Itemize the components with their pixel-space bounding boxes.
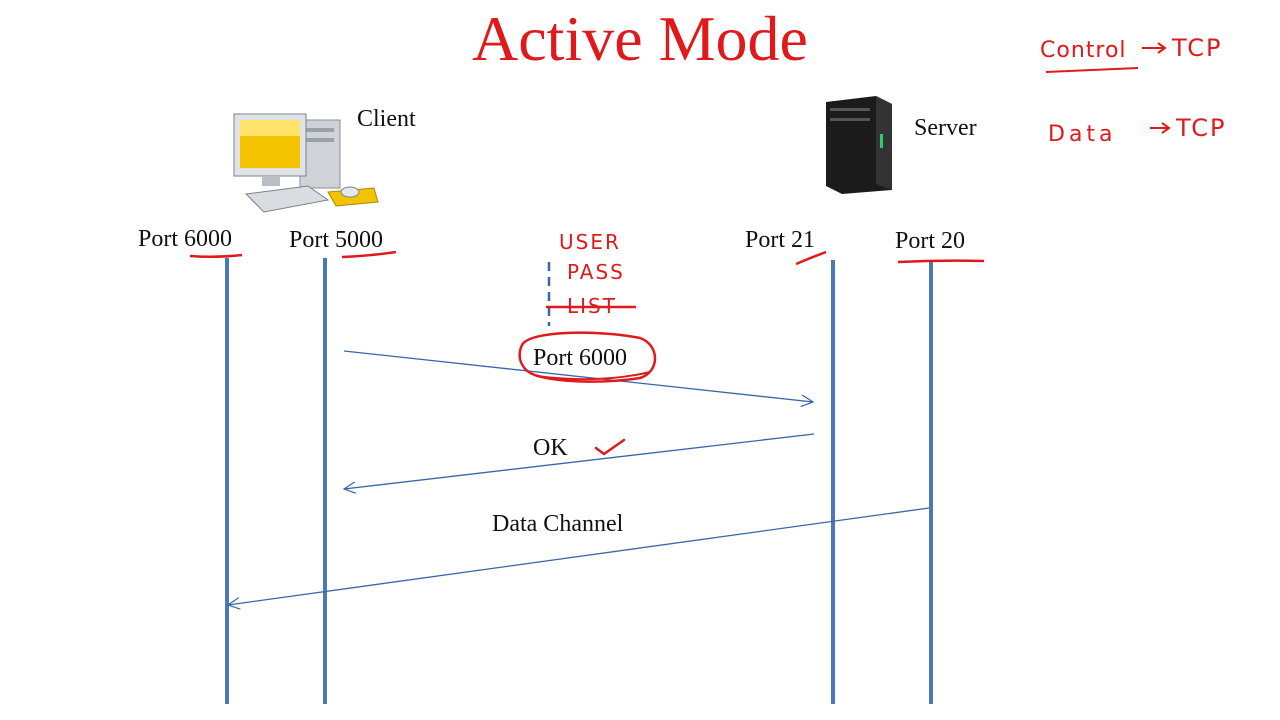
port-label-client-data: Port 6000 xyxy=(138,226,233,252)
underline-port-20 xyxy=(897,259,985,264)
port-label-server-data: Port 20 xyxy=(895,228,966,254)
underline-control xyxy=(1045,67,1139,73)
data-channel-label: Data Channel xyxy=(492,511,624,537)
annotation-data: Data xyxy=(1048,122,1117,147)
underline-port-6000 xyxy=(189,253,243,259)
port-command-label: Port 6000 xyxy=(533,345,628,371)
port-command-arrow xyxy=(343,350,813,402)
checkmark-icon xyxy=(594,438,626,456)
annotation-user: USER xyxy=(559,230,621,254)
server-label: Server xyxy=(914,115,977,141)
desktop-computer-icon xyxy=(233,113,379,213)
annotation-list: LIST xyxy=(567,294,617,318)
port-label-client-control: Port 5000 xyxy=(289,227,384,253)
page-title: Active Mode xyxy=(472,3,808,74)
ok-reply-arrow xyxy=(344,433,815,489)
annotation-control-tcp: TCP xyxy=(1172,34,1223,62)
ok-reply-label: OK xyxy=(533,435,568,461)
circle-port-6000 xyxy=(518,331,657,383)
data-channel-arrow xyxy=(228,507,930,605)
annotation-pass: PASS xyxy=(567,260,625,284)
port-label-server-control: Port 21 xyxy=(745,227,816,253)
annotation-control: Control xyxy=(1040,38,1127,63)
underline-port-5000 xyxy=(341,250,397,259)
underline-port-6000-message xyxy=(535,371,651,381)
annotation-data-tcp: TCP xyxy=(1176,114,1227,142)
client-label: Client xyxy=(357,106,416,132)
underline-port-21 xyxy=(795,250,827,266)
server-tower-icon xyxy=(826,96,892,194)
